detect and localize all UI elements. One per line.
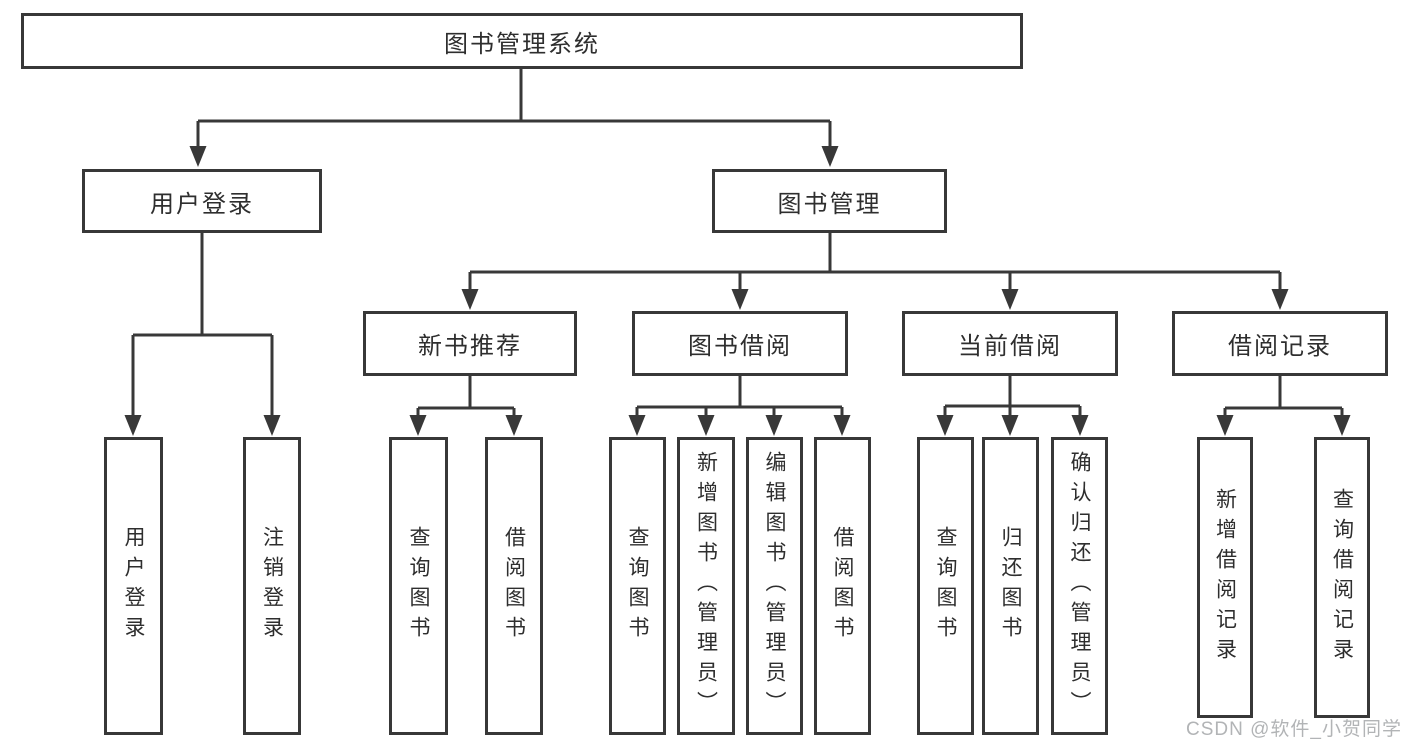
- node-book-borrow-label: 图书借阅: [688, 333, 792, 360]
- leaf-borrow-book: 借阅图书: [814, 437, 871, 735]
- leaf-logout-label: 注销登录: [260, 526, 284, 646]
- node-book-borrow: 图书借阅: [632, 311, 848, 376]
- branch-book-management: [468, 233, 1282, 292]
- leaf-borrow-book-label: 借阅图书: [831, 526, 854, 646]
- leaf-return-book-label: 归还图书: [999, 526, 1022, 646]
- branch-user-login: [131, 233, 274, 418]
- node-root: 图书管理系统: [21, 13, 1023, 69]
- branch-new-book: [416, 376, 516, 418]
- leaf-query-book: 查询图书: [917, 437, 974, 735]
- branch-book-borrow: [635, 376, 844, 418]
- node-root-label: 图书管理系统: [444, 30, 600, 58]
- leaf-confirm-return-admin-label: 确认归还（管理员）: [1068, 451, 1091, 721]
- leaf-query-borrow-record: 查询借阅记录: [1314, 437, 1370, 718]
- leaf-add-borrow-record-label: 新增借阅记录: [1213, 487, 1237, 668]
- csdn-watermark: CSDN @软件_小贺同学: [1186, 719, 1402, 740]
- leaf-query-book: 查询图书: [389, 437, 448, 735]
- node-book-management: 图书管理: [712, 169, 947, 233]
- leaf-return-book: 归还图书: [982, 437, 1039, 735]
- node-new-book-recommend: 新书推荐: [363, 311, 577, 376]
- leaf-add-book-admin-label: 新增图书（管理员）: [694, 451, 718, 721]
- node-borrow-records-label: 借阅记录: [1228, 333, 1332, 360]
- node-new-book-recommend-label: 新书推荐: [418, 333, 522, 360]
- leaf-edit-book-admin-label: 编辑图书（管理员）: [763, 451, 786, 721]
- node-current-borrow: 当前借阅: [902, 311, 1118, 376]
- leaf-query-book-label: 查询图书: [407, 526, 430, 646]
- leaf-user-login-label: 用户登录: [122, 526, 145, 646]
- leaf-query-book: 查询图书: [609, 437, 666, 735]
- leaf-query-borrow-record-label: 查询借阅记录: [1330, 487, 1354, 668]
- leaf-borrow-book-label: 借阅图书: [502, 526, 526, 646]
- leaf-edit-book-admin: 编辑图书（管理员）: [746, 437, 803, 735]
- leaf-confirm-return-admin: 确认归还（管理员）: [1051, 437, 1108, 735]
- leaf-add-borrow-record: 新增借阅记录: [1197, 437, 1253, 718]
- leaf-user-login: 用户登录: [104, 437, 163, 735]
- node-user-login: 用户登录: [82, 169, 322, 233]
- branch-root: [196, 69, 832, 149]
- node-book-management-label: 图书管理: [777, 190, 882, 218]
- node-current-borrow-label: 当前借阅: [958, 333, 1062, 360]
- leaf-logout: 注销登录: [243, 437, 301, 735]
- node-user-login-label: 用户登录: [150, 190, 254, 218]
- branch-borrow-records: [1223, 376, 1344, 418]
- leaf-borrow-book: 借阅图书: [485, 437, 543, 735]
- branch-current-borrow: [943, 376, 1082, 418]
- leaf-query-book-label: 查询图书: [934, 526, 957, 646]
- leaf-add-book-admin: 新增图书（管理员）: [677, 437, 735, 735]
- node-borrow-records: 借阅记录: [1172, 311, 1388, 376]
- arrowheads: [124, 146, 1351, 436]
- leaf-query-book-label: 查询图书: [626, 526, 649, 646]
